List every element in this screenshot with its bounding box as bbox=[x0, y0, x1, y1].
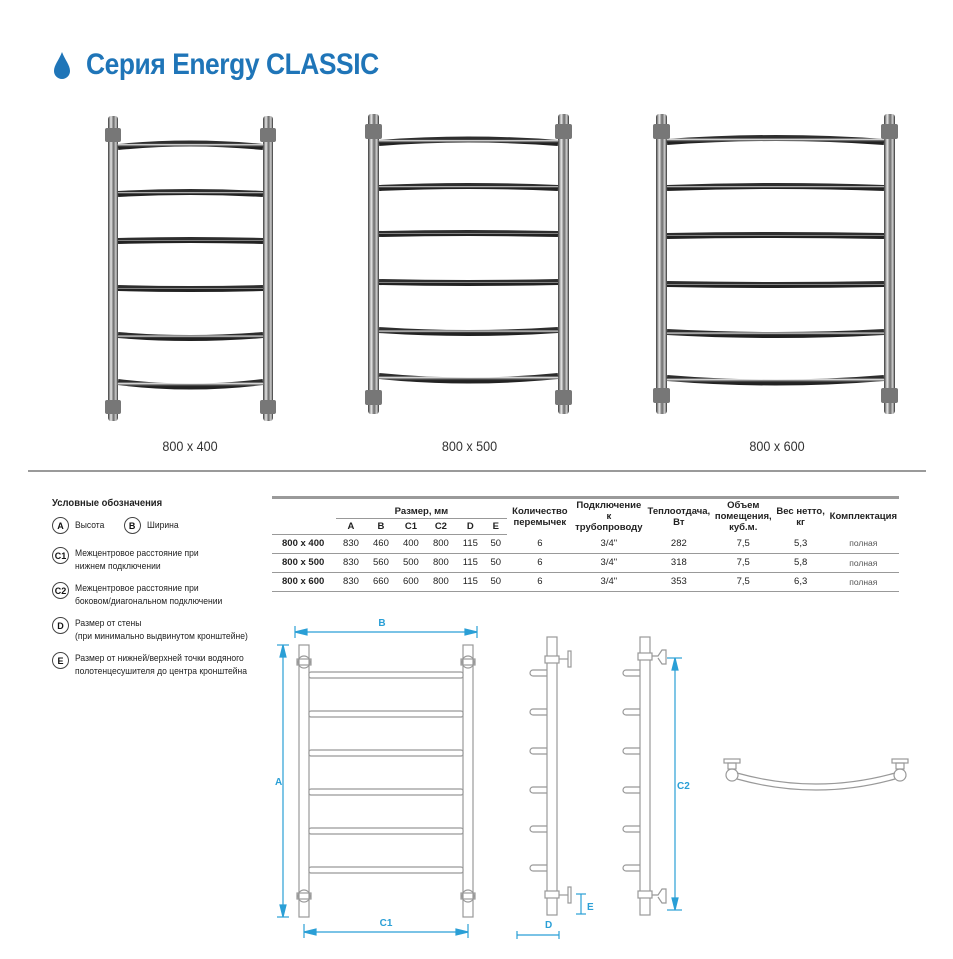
legend-row-e: E Размер от нижней/верхней точки водяног… bbox=[52, 652, 272, 678]
front-view-diagram: B A C1 bbox=[275, 618, 478, 938]
product-caption: 800 x 500 bbox=[441, 438, 498, 454]
col-header-e: E bbox=[484, 518, 507, 535]
col-header-a: A bbox=[336, 518, 366, 535]
legend-text: полотенцесушителя до центра кронштейна bbox=[75, 666, 248, 677]
product-image-800x500: 800 x 500 bbox=[362, 110, 577, 460]
legend-text-a: Высота bbox=[75, 520, 105, 531]
legend-text: Межцентровое расстояние при bbox=[75, 583, 199, 594]
col-header-c1: C1 bbox=[395, 518, 426, 535]
legend-text: Размер от нижней/верхней точки водяного bbox=[75, 653, 244, 664]
dimension-label-c1: C1 bbox=[380, 918, 393, 929]
legend-badge-c1: C1 bbox=[52, 547, 69, 564]
dimension-e bbox=[576, 893, 586, 915]
legend-text: (при минимально выдвинутом кронштейне) bbox=[75, 631, 248, 642]
col-header-heat: Теплоотдача,Вт bbox=[644, 496, 713, 534]
col-header-weight: Вес нетто,кг bbox=[773, 496, 828, 534]
dimension-a bbox=[277, 644, 289, 918]
product-image-800x600: 800 x 600 bbox=[652, 110, 902, 460]
legend-badge-e: E bbox=[52, 652, 69, 669]
dimension-c1 bbox=[303, 924, 469, 938]
table-row: 800 x 500 830 560 500 800 115 50 6 3/4" … bbox=[272, 553, 899, 573]
product-caption: 800 x 400 bbox=[162, 438, 218, 454]
col-header-kit: Комплектация bbox=[827, 496, 899, 534]
col-header-b: B bbox=[365, 518, 396, 535]
legend-row-a-b: A Высота B Ширина bbox=[52, 517, 272, 534]
legend-text: боковом/диагональном подключении bbox=[75, 596, 223, 607]
towel-rail-photo bbox=[105, 116, 276, 421]
table-row: 800 x 400 830 460 400 800 115 50 6 3/4" … bbox=[272, 534, 899, 554]
dimension-label-b: B bbox=[378, 618, 385, 629]
legend-row-d: D Размер от стены (при минимально выдвину… bbox=[52, 617, 272, 643]
product-caption: 800 x 600 bbox=[749, 438, 805, 454]
size-group-header: Размер, мм bbox=[336, 495, 507, 520]
product-image-800x400: 800 x 400 bbox=[100, 112, 280, 462]
page-header: Серия Energy CLASSIC bbox=[52, 48, 419, 82]
dimension-c2 bbox=[667, 657, 682, 911]
top-view-diagram bbox=[723, 758, 909, 791]
col-header-d: D bbox=[455, 518, 485, 535]
legend-text: нижнем подключении bbox=[75, 561, 161, 572]
legend-badge-b: B bbox=[123, 517, 141, 534]
towel-rail-photo bbox=[365, 114, 572, 414]
legend-heading: Условные обозначения bbox=[52, 497, 163, 509]
legend-text: Размер от стены bbox=[75, 618, 142, 629]
legend-badge-c2: C2 bbox=[52, 582, 69, 599]
dimension-b bbox=[294, 626, 478, 638]
dimension-label-d: D bbox=[545, 920, 552, 931]
side-view-lateral-diagram: C2 bbox=[622, 636, 690, 916]
dimension-label-a: A bbox=[275, 777, 282, 788]
dimension-label-e: E bbox=[587, 902, 594, 913]
dimension-d bbox=[516, 931, 560, 939]
legend-badge-d: D bbox=[52, 617, 69, 634]
legend-row-c1: C1 Межцентровое расстояние при нижнем под… bbox=[52, 547, 272, 573]
legend-row-c2: C2 Межцентровое расстояние при боковом/ди… bbox=[52, 582, 272, 608]
water-drop-icon bbox=[54, 52, 70, 79]
legend-badge-a: A bbox=[52, 517, 69, 534]
legend-text-b: Ширина bbox=[146, 520, 179, 531]
col-header-c2: C2 bbox=[425, 518, 456, 535]
legend: Условные обозначения A Высота B Ширина C… bbox=[52, 497, 272, 687]
legend-text: Межцентровое расстояние при bbox=[75, 548, 199, 559]
section-divider bbox=[28, 470, 926, 472]
towel-rail-photo bbox=[653, 114, 898, 414]
dimension-label-c2: C2 bbox=[677, 781, 690, 792]
table-row: 800 x 600 830 660 600 800 115 50 6 3/4" … bbox=[272, 572, 899, 592]
page-title: Серия Energy CLASSIC bbox=[86, 48, 379, 81]
side-view-bottom-diagram: E D bbox=[516, 636, 594, 939]
